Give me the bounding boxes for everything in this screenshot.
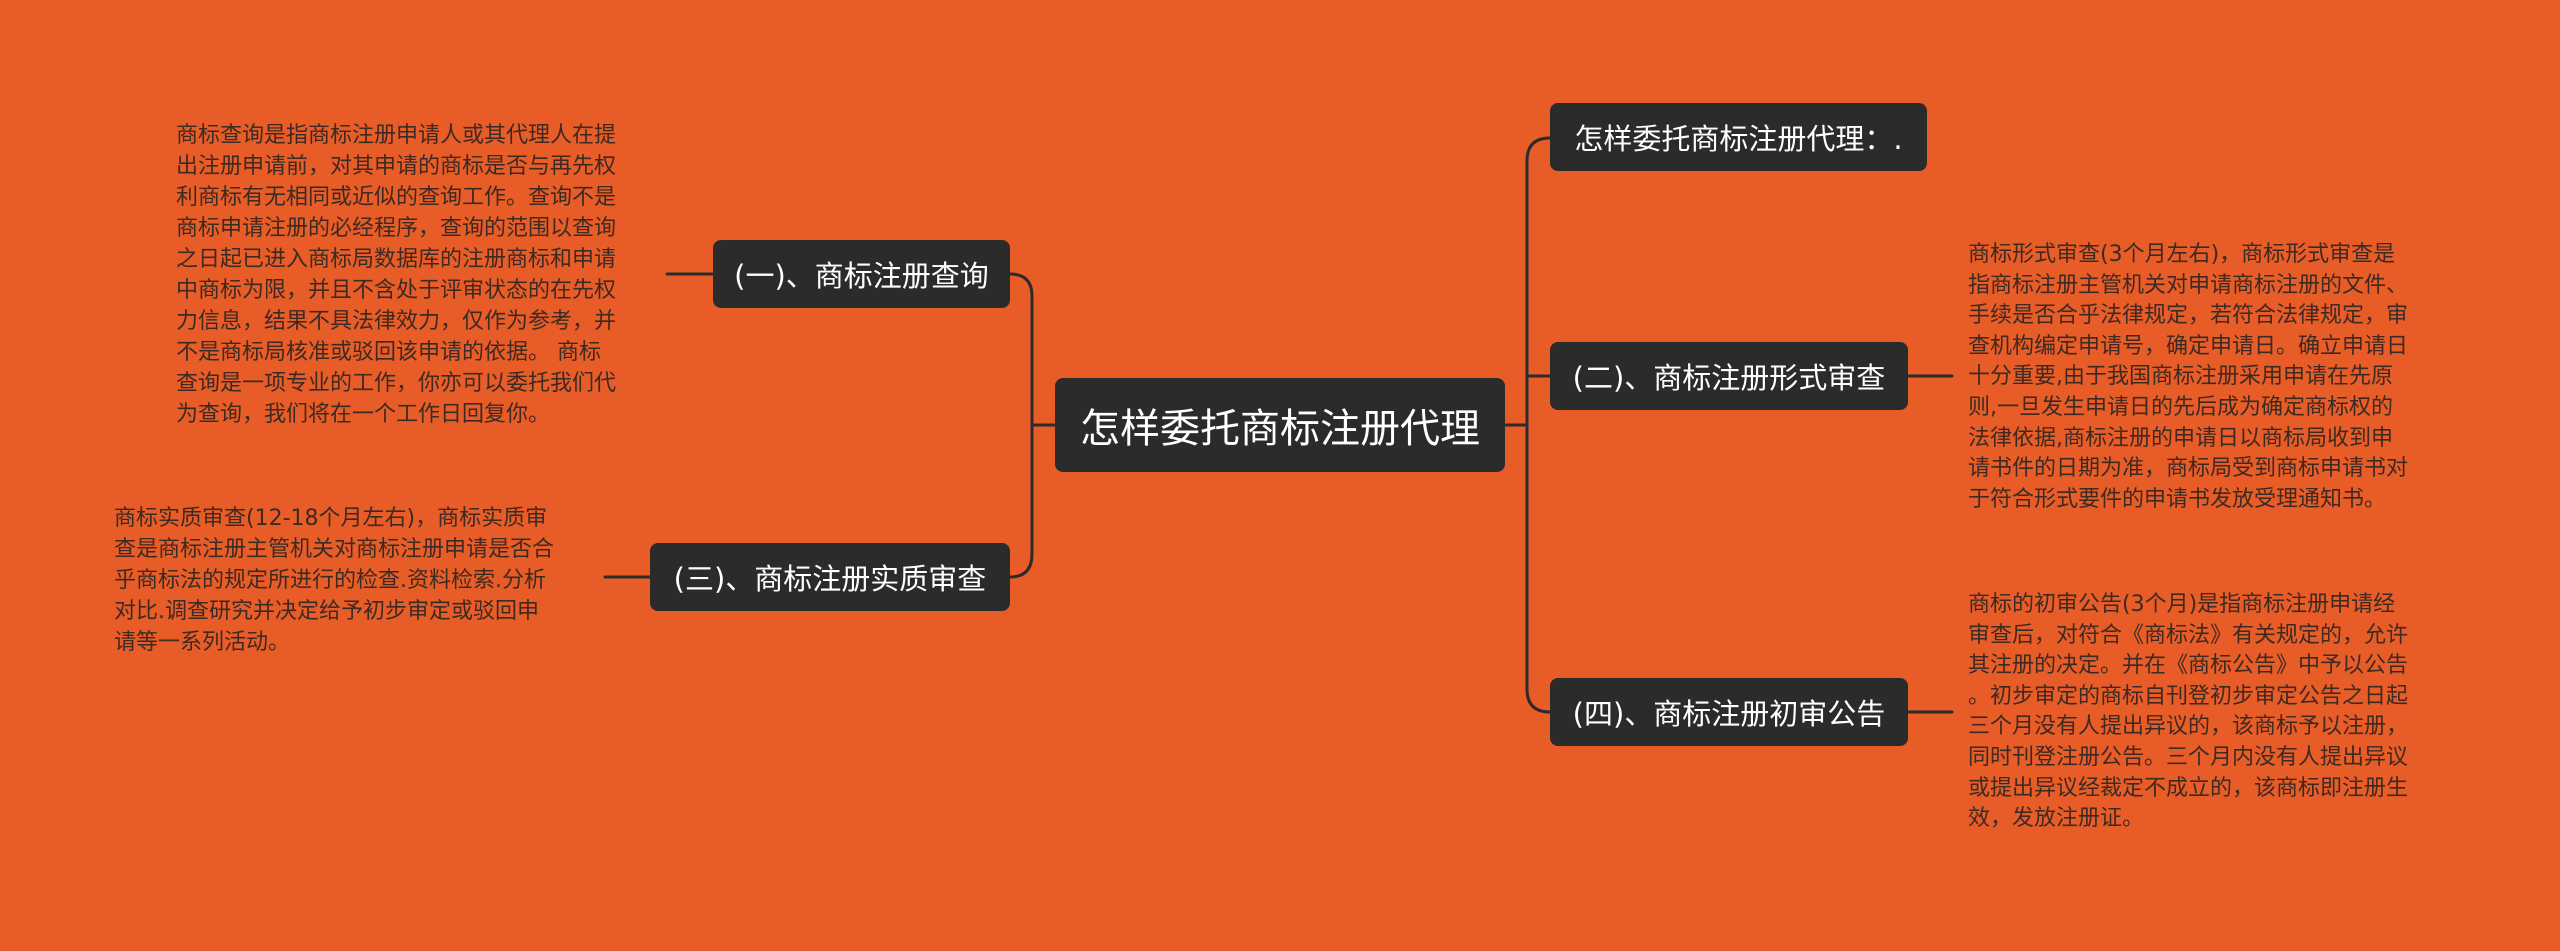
branch-how-to-entrust-label: 怎样委托商标注册代理：. (1574, 122, 1903, 156)
substantive-examination-note: 商标实质审查(12-18个月左右)，商标实质审 查是商标注册主管机关对商标注册申… (114, 506, 555, 655)
branch-trademark-search-label: (一)、商标注册查询 (734, 259, 989, 293)
branch-substantive-examination[interactable]: (三)、商标注册实质审查 (650, 543, 1010, 611)
branch-preliminary-announcement[interactable]: (四)、商标注册初审公告 (1550, 678, 1908, 746)
formal-examination-note: 商标形式审查(3个月左右)，商标形式审查是 指商标注册主管机关对申请商标注册的文… (1968, 242, 2409, 512)
branch-formal-examination[interactable]: (二)、商标注册形式审查 (1550, 342, 1908, 410)
preliminary-announcement-note: 商标的初审公告(3个月)是指商标注册申请经 审查后，对符合《商标法》有关规定的，… (1968, 592, 2409, 832)
branch-how-to-entrust[interactable]: 怎样委托商标注册代理：. (1550, 103, 1927, 171)
branch-preliminary-announcement-label: (四)、商标注册初审公告 (1572, 697, 1886, 731)
branch-formal-examination-label: (二)、商标注册形式审查 (1572, 361, 1886, 395)
branch-substantive-examination-label: (三)、商标注册实质审查 (673, 562, 987, 596)
branch-trademark-search[interactable]: (一)、商标注册查询 (713, 240, 1010, 308)
trademark-search-note: 商标查询是指商标注册申请人或其代理人在提 出注册申请前，对其申请的商标是否与再先… (176, 123, 617, 427)
root-node[interactable]: 怎样委托商标注册代理 (1055, 378, 1505, 472)
root-label: 怎样委托商标注册代理 (1080, 406, 1480, 452)
